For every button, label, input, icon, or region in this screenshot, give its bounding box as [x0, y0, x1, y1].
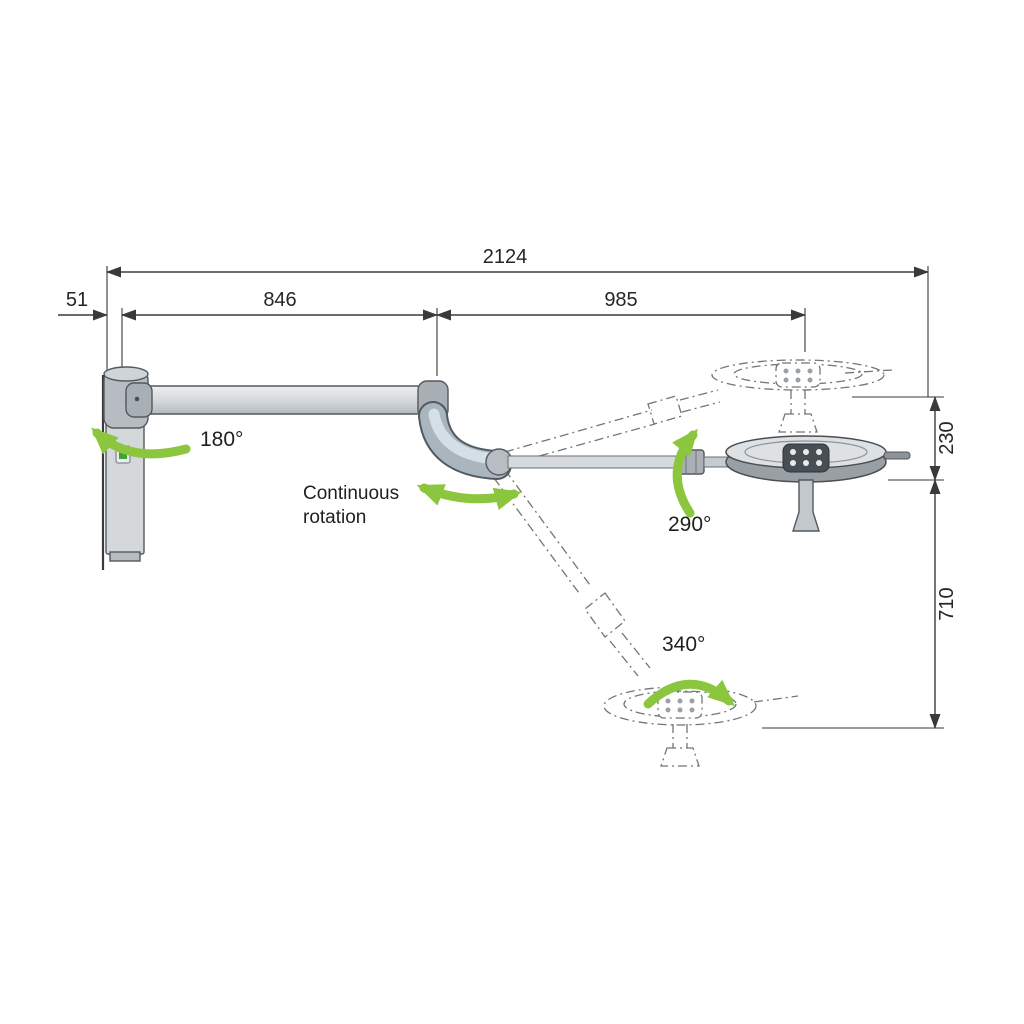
rotation-arrow-340	[643, 679, 736, 709]
rotation-label-continuous-2: rotation	[303, 507, 366, 528]
mount-pivot-cap	[103, 366, 149, 382]
lower-ghost-led-dots	[665, 698, 695, 713]
dimension-vertical-range: 710	[762, 479, 958, 729]
elbow-joint	[418, 401, 513, 480]
rotation-label-continuous-1: Continuous	[303, 483, 399, 504]
lamp-led-hub	[782, 443, 830, 473]
horizontal-arm	[125, 380, 449, 420]
rotation-arrow-180	[91, 427, 191, 459]
spring-arm	[507, 449, 741, 475]
lamp-led-dots	[790, 449, 822, 466]
dimension-wall-offset: 51	[58, 289, 108, 321]
wall-offset-value: 51	[66, 289, 88, 311]
spring-arm-rod	[507, 455, 681, 469]
rotation-label-290: 290°	[668, 513, 711, 536]
rotation-wall-mount: 180°	[91, 427, 243, 459]
arm-tube	[125, 385, 447, 415]
upper-ghost-position	[502, 359, 893, 467]
power-led	[119, 450, 127, 459]
rotation-arrow-290	[672, 428, 699, 518]
rotation-arrow-continuous	[416, 483, 522, 511]
lamp-side-grip	[883, 451, 911, 460]
lamp-handle	[792, 479, 820, 532]
dimension-total-width: 2124	[106, 246, 929, 397]
wall-plate-foot	[109, 551, 141, 562]
rotation-lower-arm: 340°	[643, 633, 736, 709]
head-drop-value: 230	[936, 421, 958, 454]
dimension-first-arm: 846	[121, 289, 438, 384]
second-arm-value: 985	[604, 289, 637, 311]
rotation-label-340: 340°	[662, 633, 705, 656]
lamp-head	[725, 435, 911, 532]
rotation-elbow: Continuous rotation	[303, 483, 522, 528]
total-width-value: 2124	[483, 246, 528, 268]
upper-ghost-led-dots	[783, 368, 813, 383]
arm-screw-left	[134, 396, 140, 402]
dimension-second-arm: 985	[436, 289, 806, 352]
lower-ghost-position	[493, 469, 799, 767]
first-arm-value: 846	[263, 289, 296, 311]
rotation-lamp-head: 290°	[668, 428, 711, 536]
vertical-range-value: 710	[936, 587, 958, 620]
rotation-label-180: 180°	[200, 428, 243, 451]
